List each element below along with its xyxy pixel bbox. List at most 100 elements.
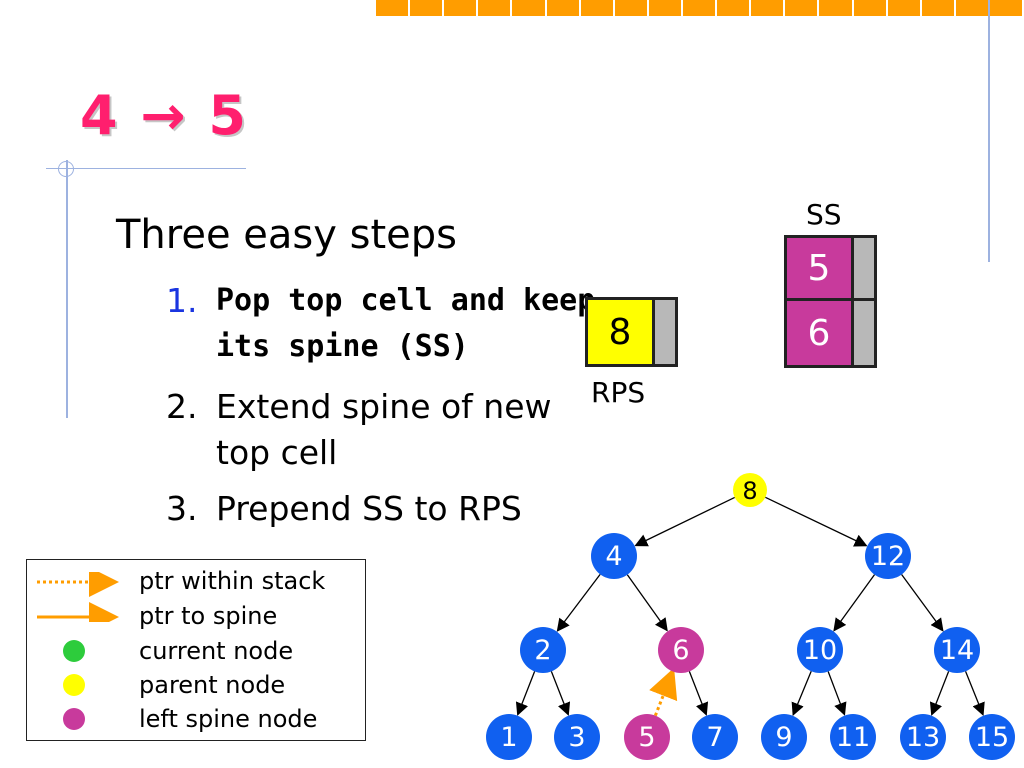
- tree-node-label: 10: [803, 635, 837, 666]
- top-bar-segment: [444, 0, 479, 16]
- tree-node: 9: [761, 714, 807, 760]
- tree-node-label: 6: [672, 635, 689, 666]
- top-bar-segment: [682, 0, 718, 16]
- tree-edge: [515, 671, 536, 716]
- step-1-text: Pop top cell and keep its spine (SS): [216, 283, 596, 364]
- tree-node: 4: [591, 533, 637, 579]
- tree-node-label: 7: [706, 722, 723, 753]
- step-2-text: Extend spine of new top cell: [216, 387, 552, 472]
- top-bar-segment: [512, 0, 547, 16]
- legend: ptr within stack ptr to spine current no…: [26, 559, 366, 741]
- tree-node-circle: [865, 533, 911, 579]
- tree-node-circle: [554, 714, 600, 760]
- tree-node-circle: [520, 627, 566, 673]
- legend-label: ptr to spine: [139, 602, 278, 630]
- step-2-number: 2.: [166, 387, 198, 426]
- tree-node: 8: [733, 473, 767, 507]
- tree-node-label: 12: [871, 541, 905, 572]
- top-bar-segment: [921, 0, 956, 16]
- legend-label: parent node: [139, 671, 286, 699]
- tree-node-label: 14: [940, 635, 974, 666]
- tree-node-circle: [658, 627, 704, 673]
- tree-edge: [901, 574, 944, 632]
- tree-edge: [688, 671, 709, 716]
- top-bar-segment: [989, 0, 1024, 16]
- top-bar-segment: [614, 0, 649, 16]
- tree-node: 2: [520, 627, 566, 673]
- top-bar-segment: [785, 0, 820, 16]
- tree-node-label: 1: [500, 722, 517, 753]
- tree-edge: [765, 496, 868, 547]
- tree-node-circle: [624, 714, 670, 760]
- top-bar-segment: [751, 0, 786, 16]
- tree-edge: [791, 671, 812, 717]
- tree-node: 12: [865, 533, 911, 579]
- tree-node-label: 8: [742, 477, 757, 505]
- step-3-text: Prepend SS to RPS: [216, 489, 522, 528]
- tree-node: 7: [692, 714, 738, 760]
- tree-node-label: 4: [605, 541, 622, 572]
- decor-vline-left: [66, 160, 68, 418]
- decor-vline-right: [988, 0, 990, 262]
- tree-edge: [964, 671, 985, 716]
- top-bar-segment: [580, 0, 615, 16]
- tree-node: 1: [486, 714, 532, 760]
- tree-node-label: 9: [775, 722, 792, 753]
- legend-label: left spine node: [139, 705, 318, 733]
- tree-node-circle: [969, 714, 1015, 760]
- top-bar-segment: [717, 0, 752, 16]
- top-bar-segment: [853, 0, 888, 16]
- ss-cell-top-pointer: [851, 235, 877, 301]
- tree-node-circle: [830, 714, 876, 760]
- stack-pointer-arrow: [649, 667, 678, 717]
- yellow-dot-icon: [63, 674, 85, 696]
- tree-edge: [634, 496, 735, 547]
- tree-edge: [833, 574, 876, 632]
- rps-cell: 8: [585, 297, 655, 367]
- green-dot-icon: [63, 640, 85, 662]
- tree-node-circle: [733, 473, 767, 507]
- tree-node-circle: [761, 714, 807, 760]
- top-bar-segment: [819, 0, 854, 16]
- ss-cell-bottom-pointer: [851, 298, 877, 368]
- tree-node: 14: [934, 627, 980, 673]
- top-decoration-bar: [376, 0, 1024, 16]
- tree-node-circle: [797, 627, 843, 673]
- tree-edge: [556, 573, 601, 632]
- legend-label: current node: [139, 637, 294, 665]
- step-3-number: 3.: [166, 489, 198, 528]
- tree-edge: [626, 574, 668, 632]
- top-bar-segment: [887, 0, 922, 16]
- top-bar-segment: [478, 0, 513, 16]
- rps-label: RPS: [591, 376, 646, 409]
- tree-edge: [550, 671, 571, 716]
- tree-node-circle: [486, 714, 532, 760]
- slide-title: 4 → 5: [80, 84, 248, 147]
- legend-label: ptr within stack: [139, 567, 326, 595]
- tree-node: 6: [658, 627, 704, 673]
- tree-node-circle: [934, 627, 980, 673]
- tree-node-circle: [900, 714, 946, 760]
- tree-edge: [827, 671, 847, 716]
- legend-arrow-icons: [37, 572, 119, 622]
- step-1-number: 1.: [166, 281, 198, 320]
- top-bar-segment: [546, 0, 581, 16]
- top-bar-segment: [410, 0, 445, 16]
- ss-label: SS: [806, 198, 842, 231]
- tree-edge: [929, 671, 950, 716]
- tree-node: 15: [969, 714, 1015, 760]
- tree-node: 5: [624, 714, 670, 760]
- tree-node-label: 3: [568, 722, 585, 753]
- decor-ring: [58, 161, 74, 177]
- top-bar-segment: [376, 0, 411, 16]
- tree-node-label: 13: [906, 722, 940, 753]
- magenta-dot-icon: [63, 708, 85, 730]
- tree-node-label: 11: [836, 722, 870, 753]
- tree-node-label: 2: [534, 635, 551, 666]
- top-bar-segment: [648, 0, 683, 16]
- decor-hline-left: [46, 168, 246, 169]
- tree-node: 10: [797, 627, 843, 673]
- subtitle: Three easy steps: [116, 212, 457, 258]
- tree-node-label: 5: [638, 722, 655, 753]
